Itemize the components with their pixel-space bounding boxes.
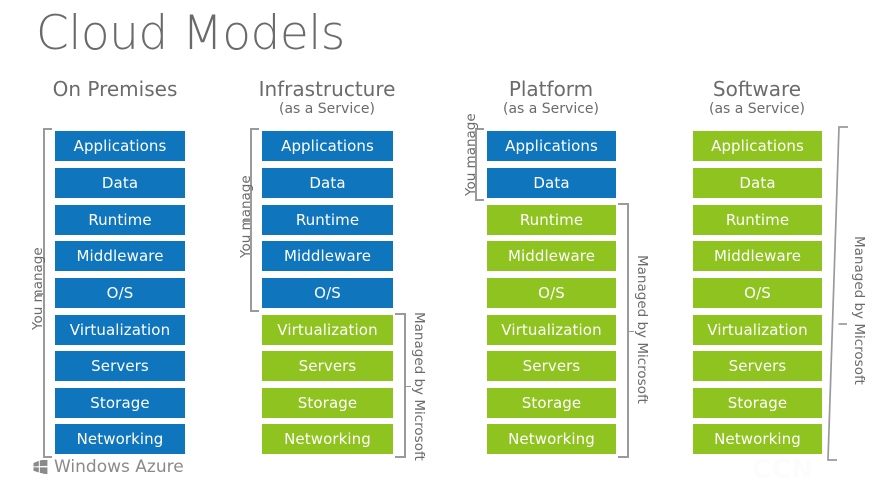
bracket-cap-bottom xyxy=(43,456,52,458)
stack-bar-os[interactable]: O/S xyxy=(487,278,616,308)
bracket-line xyxy=(627,203,629,458)
bracket-tick xyxy=(244,220,250,222)
bracket-cap-bottom xyxy=(395,456,404,458)
stack-bar-storage[interactable]: Storage xyxy=(693,388,822,418)
stack-bar-applications[interactable]: Applications xyxy=(487,131,616,161)
bracket-slant-svg xyxy=(827,126,848,461)
stack-bar-networking[interactable]: Networking xyxy=(55,424,185,454)
stack-bar-applications[interactable]: Applications xyxy=(55,131,185,161)
watermark: CCN xyxy=(752,455,814,485)
bracket-tick xyxy=(405,385,411,388)
bracket-cap-top xyxy=(618,203,627,205)
bracket-cap-top xyxy=(250,128,259,130)
bracket-cap-top xyxy=(395,313,404,315)
bracket-line xyxy=(475,128,477,201)
stack-bar-os[interactable]: O/S xyxy=(693,278,822,308)
column-heading-infrastructure: Infrastructure (as a Service) xyxy=(237,78,417,118)
column-heading-sub: (as a Service) xyxy=(502,101,600,117)
column-heading-sub: (as a Service) xyxy=(708,101,806,117)
column-heading-on-premises: On Premises xyxy=(25,78,205,100)
column-heading-software: Software (as a Service) xyxy=(667,78,847,118)
bracket-cap-bottom xyxy=(618,456,627,458)
bracket-tick xyxy=(628,330,634,333)
stack-bar-networking[interactable]: Networking xyxy=(262,424,393,454)
column-heading-sub: (as a Service) xyxy=(278,101,376,117)
bracket-line xyxy=(43,128,45,458)
stack-bar-os[interactable]: O/S xyxy=(262,278,393,308)
stack-bar-storage[interactable]: Storage xyxy=(55,388,185,418)
stack-bar-middleware[interactable]: Middleware xyxy=(487,241,616,271)
label-you-manage-on-premises: You manage xyxy=(30,247,46,330)
stack-bar-os[interactable]: O/S xyxy=(55,278,185,308)
column-heading-main: Platform xyxy=(508,77,594,101)
bracket-line xyxy=(404,313,406,458)
stack-bar-servers[interactable]: Servers xyxy=(262,351,393,381)
column-heading-platform: Platform (as a Service) xyxy=(461,78,641,118)
stack-bar-runtime[interactable]: Runtime xyxy=(693,205,822,235)
bracket-cap-bottom xyxy=(475,199,484,201)
stack-bar-data[interactable]: Data xyxy=(693,168,822,198)
bracket-cap-bottom xyxy=(250,310,259,312)
windows-azure-logo: Windows Azure xyxy=(33,457,184,477)
label-managed-by-microsoft-software: Managed by Microsoft xyxy=(851,236,867,385)
label-you-manage-platform: You manage xyxy=(463,113,479,196)
stack-bar-data[interactable]: Data xyxy=(55,168,185,198)
stack-bar-data[interactable]: Data xyxy=(487,168,616,198)
label-you-manage-infrastructure: You manage xyxy=(238,175,254,258)
bracket-line xyxy=(250,128,252,312)
stack-bar-applications[interactable]: Applications xyxy=(262,131,393,161)
windows-azure-wordmark: Windows Azure xyxy=(54,457,184,477)
stack-bar-virtualization[interactable]: Virtualization xyxy=(487,315,616,345)
stack-bar-middleware[interactable]: Middleware xyxy=(693,241,822,271)
column-heading-main: Infrastructure xyxy=(258,77,396,101)
bracket-managed-by-microsoft-software xyxy=(826,126,856,462)
column-heading-main: On Premises xyxy=(52,77,178,101)
stack-bar-virtualization[interactable]: Virtualization xyxy=(693,315,822,345)
stack-bar-middleware[interactable]: Middleware xyxy=(262,241,393,271)
stack-bar-servers[interactable]: Servers xyxy=(693,351,822,381)
stack-bar-virtualization[interactable]: Virtualization xyxy=(262,315,393,345)
stack-bar-data[interactable]: Data xyxy=(262,168,393,198)
stack-bar-storage[interactable]: Storage xyxy=(487,388,616,418)
bracket-cap-top xyxy=(43,128,52,130)
stack-bar-networking[interactable]: Networking xyxy=(487,424,616,454)
stack-bar-applications[interactable]: Applications xyxy=(693,131,822,161)
column-heading-main: Software xyxy=(712,77,802,101)
label-managed-by-microsoft-infrastructure: Managed by Microsoft xyxy=(411,312,427,461)
bracket-cap-top xyxy=(475,128,484,130)
stack-bar-middleware[interactable]: Middleware xyxy=(55,241,185,271)
windows-flag-icon xyxy=(33,460,48,474)
stack-bar-runtime[interactable]: Runtime xyxy=(262,205,393,235)
stack-bar-servers[interactable]: Servers xyxy=(487,351,616,381)
stack-bar-networking[interactable]: Networking xyxy=(693,424,822,454)
label-managed-by-microsoft-platform: Managed by Microsoft xyxy=(634,255,650,404)
bracket-tick xyxy=(37,293,43,295)
stack-bar-servers[interactable]: Servers xyxy=(55,351,185,381)
stack-bar-virtualization[interactable]: Virtualization xyxy=(55,315,185,345)
stack-bar-runtime[interactable]: Runtime xyxy=(55,205,185,235)
stack-bar-storage[interactable]: Storage xyxy=(262,388,393,418)
stack-bar-runtime[interactable]: Runtime xyxy=(487,205,616,235)
page-title: Cloud Models xyxy=(36,6,345,61)
